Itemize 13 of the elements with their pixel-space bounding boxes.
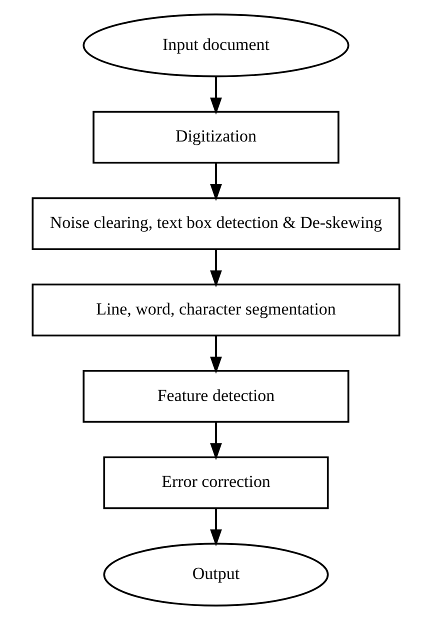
arrow (210, 508, 222, 546)
node-box: Noise clearing, text box detection & De-skewing (32, 197, 400, 250)
node-ellipse: Output (103, 542, 329, 606)
node-box: Line, word, character segmentation (32, 284, 400, 336)
arrow (210, 76, 222, 115)
node-box: Feature detection (82, 370, 350, 423)
arrow (210, 422, 222, 460)
arrow (210, 249, 222, 288)
node-box: Digitization (92, 110, 340, 164)
node-box: Error correction (103, 456, 329, 510)
node-ellipse: Input document (82, 14, 350, 78)
arrow (210, 162, 222, 202)
arrow (210, 336, 222, 374)
